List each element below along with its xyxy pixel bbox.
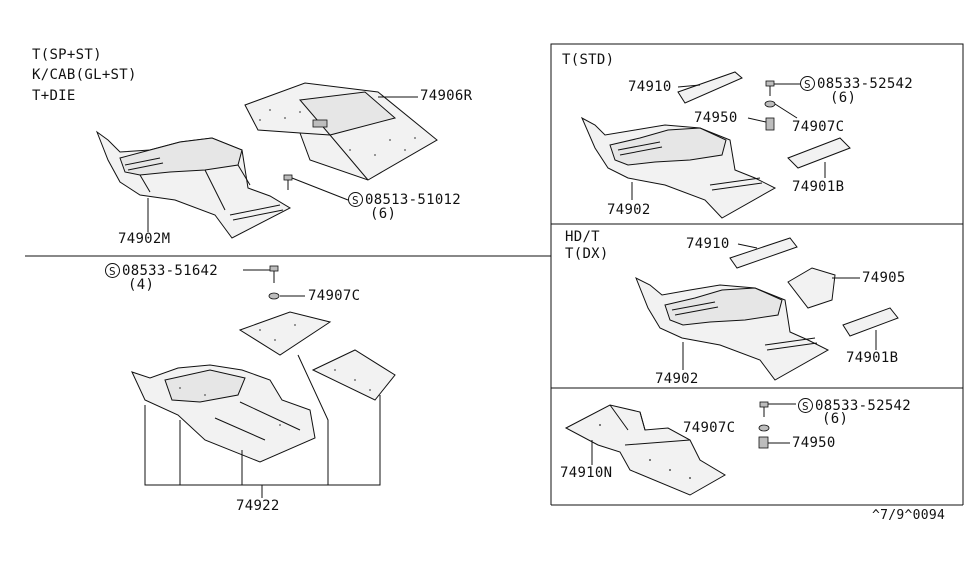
variant-line-1: T(SP+ST) [32,47,102,63]
screw-08533-51642-drawing [268,265,280,300]
variant-line-2: K/CAB(GL+ST) [32,67,137,83]
std-part-label-74902[interactable]: 74902 [607,202,651,218]
part-label-74922[interactable]: 74922 [236,498,280,514]
bottom-screw-callout-text: 08533-52542 [815,398,912,414]
dx-74905-drawing [787,267,836,309]
footer-code: ^7/9^0094 [872,508,946,523]
screw-symbol-icon: S [348,192,363,207]
std-carpet-74902-drawing [580,116,777,219]
bottom-part-label-74910n[interactable]: 74910N [560,465,613,481]
screw-08513-drawing [283,174,293,190]
dx-part-label-74905[interactable]: 74905 [862,270,906,286]
screw-callout-08513-text: 08513-51012 [365,192,462,208]
bottom-74910n-drawing [564,404,726,496]
screw-qty-08533-51642: (4) [128,277,155,293]
std-part-label-74907c[interactable]: 74907C [792,119,845,135]
std-screw-callout-text: 08533-52542 [817,76,914,92]
part-label-74907c-left[interactable]: 74907C [308,288,361,304]
leader-74922-bracket [144,354,381,498]
dx-box-title-1: HD/T [565,229,600,245]
leader-std-74907c [774,103,798,119]
screw-symbol-icon: S [800,76,815,91]
dx-74910-drawing [729,237,798,269]
screw-symbol-icon: S [798,398,813,413]
screw-callout-08533-51642-text: 08533-51642 [122,263,219,279]
screw-symbol-icon: S [105,263,120,278]
mat-74906r-drawing [244,82,438,181]
dx-74901b-drawing [842,307,899,337]
std-74901b-drawing [787,137,851,169]
std-screw-drawing [764,80,776,131]
std-part-label-74910[interactable]: 74910 [628,79,672,95]
dx-part-label-74910[interactable]: 74910 [686,236,730,252]
bottom-screw-drawing [758,401,770,449]
variant-line-3: T+DIE [32,88,76,104]
bottom-part-label-74907c[interactable]: 74907C [683,420,736,436]
bottom-part-label-74950[interactable]: 74950 [792,435,836,451]
leader-dx-74910 [737,243,758,249]
std-screw-qty: (6) [830,90,857,106]
dx-part-label-74902[interactable]: 74902 [655,371,699,387]
std-part-label-74950[interactable]: 74950 [694,110,738,126]
dx-carpet-74902-drawing [635,276,830,381]
std-74910-drawing [677,71,743,104]
std-part-label-74901b[interactable]: 74901B [792,179,845,195]
part-label-74906r[interactable]: 74906R [420,88,473,104]
carpet-74902m-drawing [95,130,292,239]
dx-box-title-2: T(DX) [565,246,609,262]
leader-std-74910 [677,84,701,88]
part-label-74902m[interactable]: 74902M [118,231,171,247]
leader-std-74950 [747,117,767,123]
screw-qty-08513: (6) [370,206,397,222]
bottom-screw-qty: (6) [822,411,849,427]
dx-part-label-74901b[interactable]: 74901B [846,350,899,366]
mat-set-74922-drawing [131,311,396,463]
leader-screw-08513 [291,177,349,201]
std-box-title: T(STD) [562,52,615,68]
